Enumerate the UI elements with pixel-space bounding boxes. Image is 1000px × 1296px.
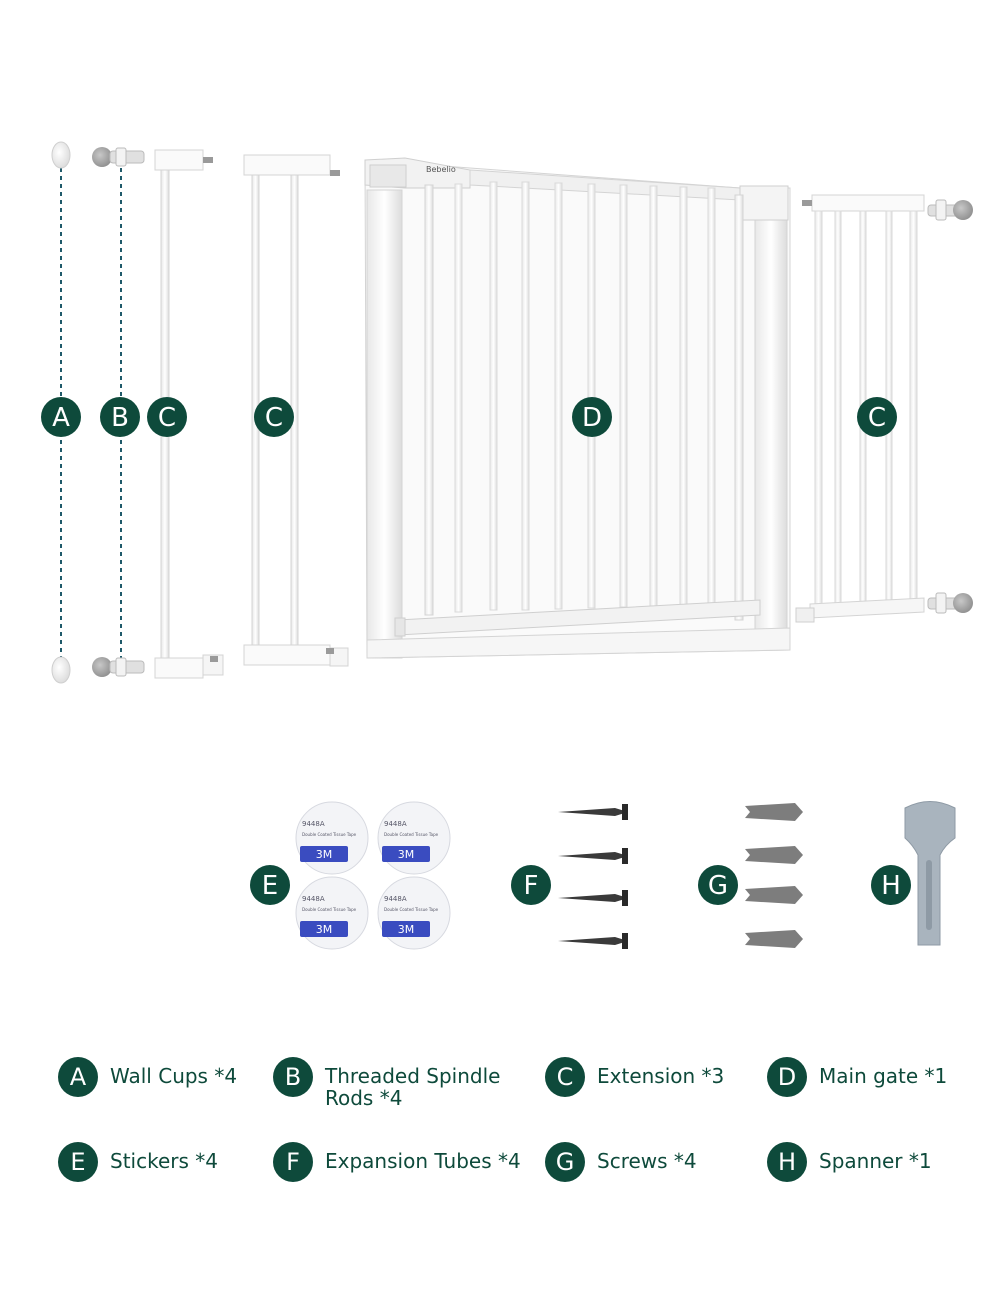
stickers-part: 9448A Double Coated Tissue Tape 3M 9448A… [295, 801, 451, 950]
plugs-illustration [745, 803, 803, 948]
svg-text:Double Coated Tissue Tape: Double Coated Tissue Tape [302, 832, 357, 837]
badge-c-wide: C [857, 397, 897, 437]
svg-text:3M: 3M [398, 923, 415, 936]
svg-text:Double Coated Tissue Tape: Double Coated Tissue Tape [384, 907, 439, 912]
badge-c-medium: C [254, 397, 294, 437]
svg-text:Double Coated Tissue Tape: Double Coated Tissue Tape [302, 907, 357, 912]
legend-badge: D [767, 1057, 807, 1097]
badge-c-narrow: C [147, 397, 187, 437]
svg-text:A: A [52, 403, 70, 433]
sticker-pad: 9448A Double Coated Tissue Tape 3M [377, 876, 451, 950]
sticker-pad: 9448A Double Coated Tissue Tape 3M [295, 801, 369, 875]
legend-badge: A [58, 1057, 98, 1097]
svg-text:C: C [158, 403, 176, 433]
legend-item-extension: C Extension *3 [545, 1057, 724, 1097]
svg-text:H: H [881, 871, 901, 901]
legend-item-stickers: E Stickers *4 [58, 1142, 218, 1182]
badge-d: D [572, 397, 612, 437]
legend-label: Spanner *1 [819, 1149, 932, 1173]
badge-e: E [250, 865, 290, 905]
badge-g: G [698, 865, 738, 905]
badge-b: B [100, 397, 140, 437]
legend-item-main-gate: D Main gate *1 [767, 1057, 947, 1097]
legend-item-spindle-rods: B Threaded Spindle Rods *4 [273, 1057, 515, 1109]
legend-label: Extension *3 [597, 1064, 725, 1088]
svg-text:E: E [262, 871, 278, 901]
legend-badge: B [273, 1057, 313, 1097]
legend-label: Screws *4 [597, 1149, 697, 1173]
svg-text:B: B [111, 403, 129, 433]
screws-illustration [558, 804, 628, 949]
legend-badge: H [767, 1142, 807, 1182]
legend-item-screws: G Screws *4 [545, 1142, 697, 1182]
legend-badge: C [545, 1057, 585, 1097]
svg-text:9448A: 9448A [302, 895, 325, 903]
svg-text:G: G [708, 871, 728, 901]
wall-cups-part [51, 141, 71, 684]
legend-badge: G [545, 1142, 585, 1182]
badge-h: H [871, 865, 911, 905]
legend-item-expansion-tubes: F Expansion Tubes *4 [273, 1142, 521, 1182]
svg-text:3M: 3M [316, 848, 333, 861]
legend-label: Stickers *4 [110, 1149, 218, 1173]
svg-text:Double Coated Tissue Tape: Double Coated Tissue Tape [384, 832, 439, 837]
svg-text:9448A: 9448A [302, 820, 325, 828]
badge-a: A [41, 397, 81, 437]
legend-label: Expansion Tubes *4 [325, 1149, 521, 1173]
brand-text: Bebelio [426, 165, 456, 174]
svg-text:3M: 3M [316, 923, 333, 936]
svg-text:C: C [868, 403, 886, 433]
svg-text:9448A: 9448A [384, 820, 407, 828]
spindle-rods-part [92, 147, 145, 677]
legend-item-wall-cups: A Wall Cups *4 [58, 1057, 237, 1097]
legend-label: Threaded Spindle Rods *4 [325, 1064, 501, 1110]
sticker-pad: 9448A Double Coated Tissue Tape 3M [295, 876, 369, 950]
legend-label: Main gate *1 [819, 1064, 948, 1088]
spanner-illustration [904, 801, 956, 946]
legend-badge: F [273, 1142, 313, 1182]
svg-text:9448A: 9448A [384, 895, 407, 903]
sticker-pad: 9448A Double Coated Tissue Tape 3M [377, 801, 451, 875]
svg-text:F: F [524, 871, 539, 901]
svg-text:D: D [582, 403, 602, 433]
svg-text:C: C [265, 403, 283, 433]
badge-f: F [511, 865, 551, 905]
svg-text:3M: 3M [398, 848, 415, 861]
legend-item-spanner: H Spanner *1 [767, 1142, 932, 1182]
legend-badge: E [58, 1142, 98, 1182]
legend-label: Wall Cups *4 [110, 1064, 238, 1088]
